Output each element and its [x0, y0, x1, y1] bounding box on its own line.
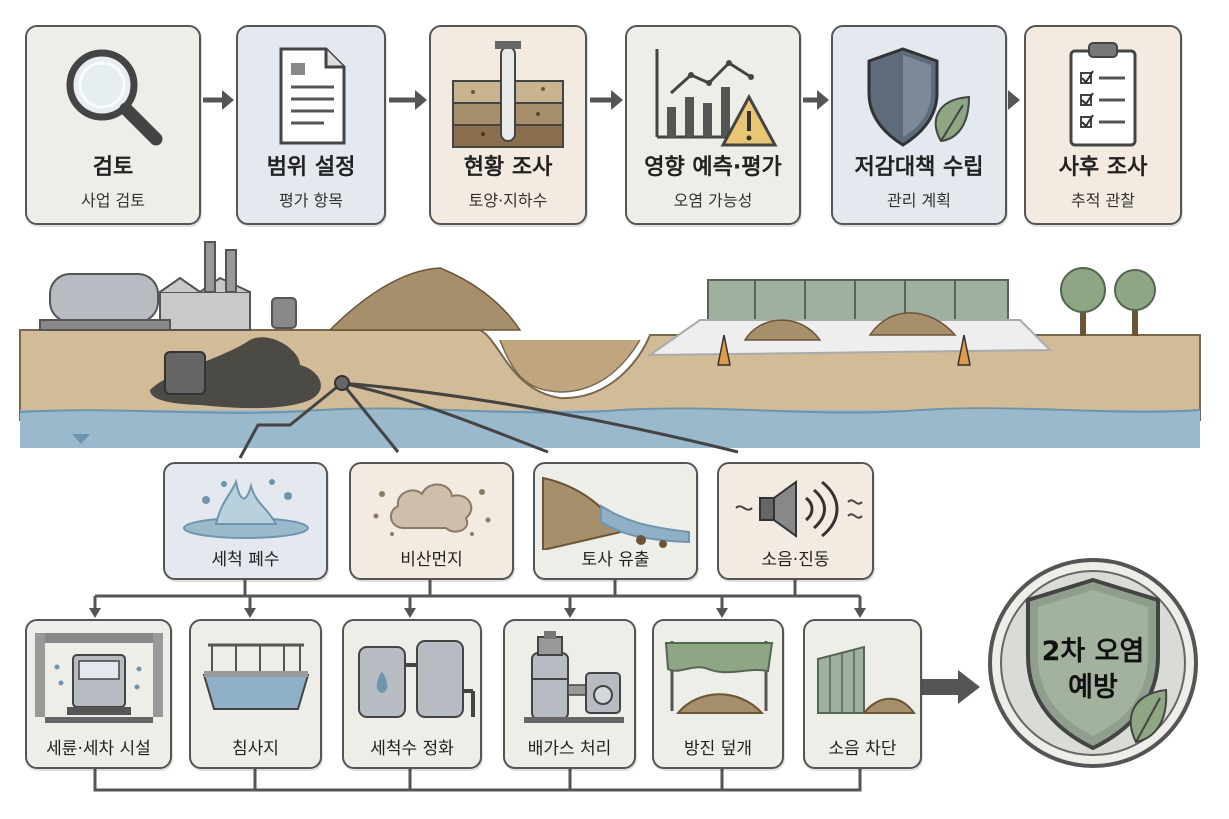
source-soil-runoff-card: 토사 유출	[533, 462, 698, 580]
step-title: 범위 설정	[266, 155, 356, 180]
step-subtitle: 오염 가능성	[673, 191, 753, 210]
step-subtitle: 사업 검토	[81, 191, 145, 210]
mitigation-label: 침사지	[232, 739, 279, 759]
mitigation-truck-wash-card: 세륜·세차 시설	[25, 619, 172, 769]
mitigation-dust-cover-card: 방진 덮개	[652, 619, 784, 769]
clipboard-icon	[1026, 37, 1180, 152]
mitigation-noise-barrier-card: 소음 차단	[803, 619, 922, 769]
water-tanks-icon	[344, 631, 480, 725]
site-cross-section	[19, 241, 1201, 459]
source-arrows	[238, 381, 739, 459]
step-review-card: 검토 사업 검토	[25, 25, 201, 225]
source-dust-card: 비산먼지	[349, 462, 514, 580]
step-subtitle: 평가 항목	[279, 191, 343, 210]
goal-badge: 2차 오염 예방	[986, 556, 1200, 770]
step-survey-card: 현황 조사 토양·지하수	[429, 25, 587, 225]
soil-core-icon	[431, 37, 585, 155]
source-wash-water-card: 세척 폐수	[163, 462, 328, 580]
source-label: 토사 유출	[581, 550, 650, 570]
settling-pond-icon	[191, 635, 320, 721]
scrubber-icon	[505, 629, 634, 725]
mitigation-gas-treatment-card: 배가스 처리	[503, 619, 636, 769]
mitigation-water-treatment-card: 세척수 정화	[342, 619, 482, 769]
step-title: 사후 조사	[1058, 155, 1148, 180]
step-title: 저감대책 수립	[854, 155, 984, 180]
mitigation-label: 소음 차단	[828, 739, 897, 759]
step-subtitle: 추적 관찰	[1071, 191, 1135, 210]
shield-leaf-icon	[833, 41, 1005, 151]
source-noise-card: 소음·진동	[717, 462, 874, 580]
process-arrows	[203, 90, 1020, 110]
factory-icon	[39, 241, 297, 331]
truck-wash-icon	[27, 627, 170, 727]
step-title: 검토	[92, 155, 134, 180]
step-assessment-card: 영향 예측·평가 오염 가능성	[625, 25, 801, 225]
dust-cloud-icon	[351, 472, 512, 542]
source-label: 비산먼지	[400, 550, 463, 570]
mitigation-label: 세륜·세차 시설	[46, 739, 151, 759]
noise-barrier-icon	[805, 635, 920, 721]
mitigation-label: 세척수 정화	[370, 739, 454, 759]
source-label: 세척 폐수	[211, 550, 280, 570]
source-label: 소음·진동	[761, 550, 830, 570]
chart-warning-icon	[627, 41, 799, 151]
goal-line1: 2차 오염	[1041, 636, 1145, 667]
step-subtitle: 토양·지하수	[468, 191, 548, 210]
fence	[707, 279, 1009, 327]
step-title: 영향 예측·평가	[644, 155, 782, 180]
shield-leaf-icon	[988, 558, 1198, 768]
mitigation-label: 배가스 처리	[527, 739, 612, 759]
step-title: 현황 조사	[463, 155, 553, 180]
step-scope-card: 범위 설정 평가 항목	[236, 25, 386, 225]
step-mitigation-plan-card: 저감대책 수립 관리 계획	[831, 25, 1007, 225]
magnifier-icon	[27, 41, 199, 151]
step-subtitle: 관리 계획	[887, 191, 951, 210]
dust-cover-icon	[654, 631, 782, 725]
connector-lines	[89, 580, 980, 792]
goal-line2: 예방	[1068, 672, 1118, 703]
document-icon	[238, 41, 384, 151]
water-splash-icon	[165, 472, 326, 542]
mitigation-label: 방진 덮개	[684, 739, 752, 759]
step-followup-card: 사후 조사 추적 관찰	[1024, 25, 1182, 225]
mitigation-settling-pond-card: 침사지	[189, 619, 322, 769]
speaker-icon	[719, 474, 872, 544]
tree-icon	[1060, 267, 1156, 336]
soil-runoff-icon	[535, 470, 696, 550]
